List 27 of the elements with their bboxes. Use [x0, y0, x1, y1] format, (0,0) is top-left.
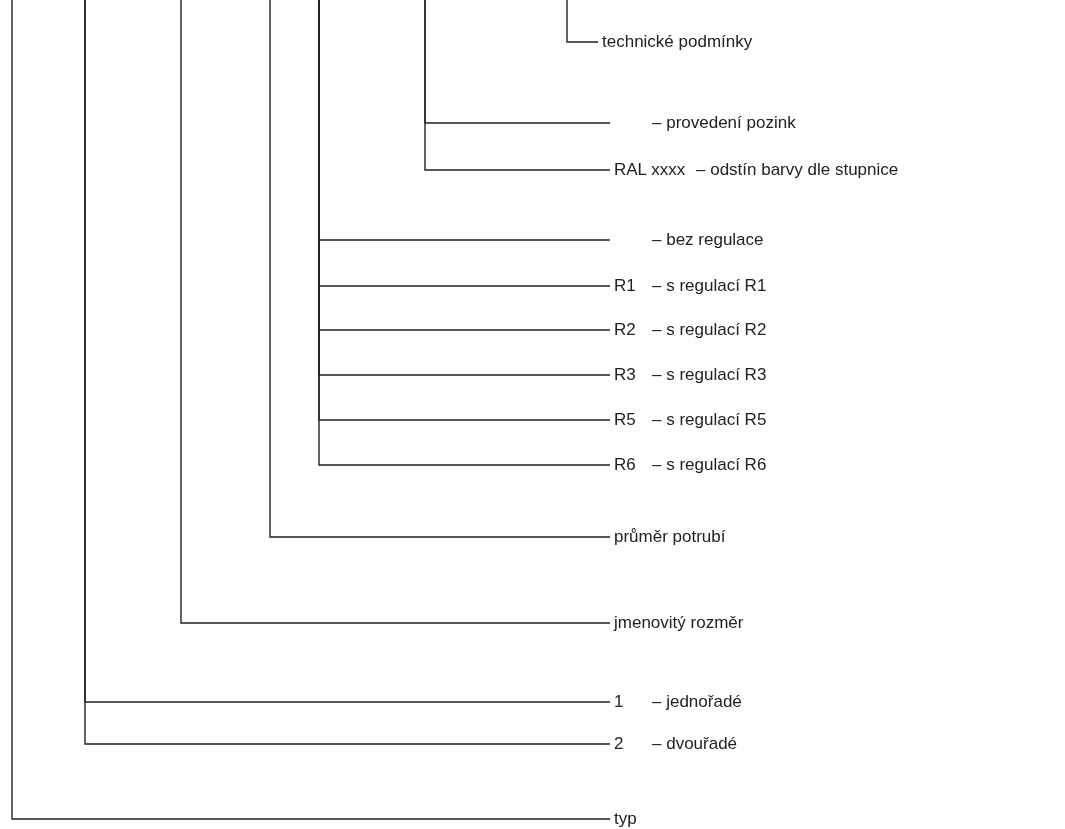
- legend-text: jmenovitý rozměr: [614, 612, 744, 634]
- legend-text: – odstín barvy dle stupnice: [696, 159, 899, 181]
- legend-text: – bez regulace: [652, 229, 764, 251]
- leader-line: [11, 0, 611, 820]
- legend-text: 1: [614, 691, 624, 713]
- leader-line: [269, 0, 611, 538]
- legend-text: – s regulací R3: [652, 364, 767, 386]
- legend-text: průměr potrubí: [614, 526, 726, 548]
- legend-text: – s regulací R2: [652, 319, 767, 341]
- legend-text: – jednořadé: [652, 691, 742, 713]
- legend-text: – s regulací R5: [652, 409, 767, 431]
- legend-text: R5: [614, 409, 636, 431]
- leader-line: [566, 0, 599, 43]
- legend-text: R2: [614, 319, 636, 341]
- legend-text: technické podmínky: [602, 31, 753, 53]
- legend-text: 2: [614, 733, 624, 755]
- legend-text: R1: [614, 275, 636, 297]
- legend-text: R3: [614, 364, 636, 386]
- legend-text: RAL xxxx: [614, 159, 686, 181]
- legend-text: – dvouřadé: [652, 733, 738, 755]
- legend-text: – s regulací R1: [652, 275, 767, 297]
- legend-text: – provedení pozink: [652, 112, 796, 134]
- leader-line: [180, 0, 611, 624]
- legend-text: R6: [614, 454, 636, 476]
- legend-text: typ: [614, 808, 637, 829]
- legend-text: – s regulací R6: [652, 454, 767, 476]
- leader-line: [424, 0, 611, 171]
